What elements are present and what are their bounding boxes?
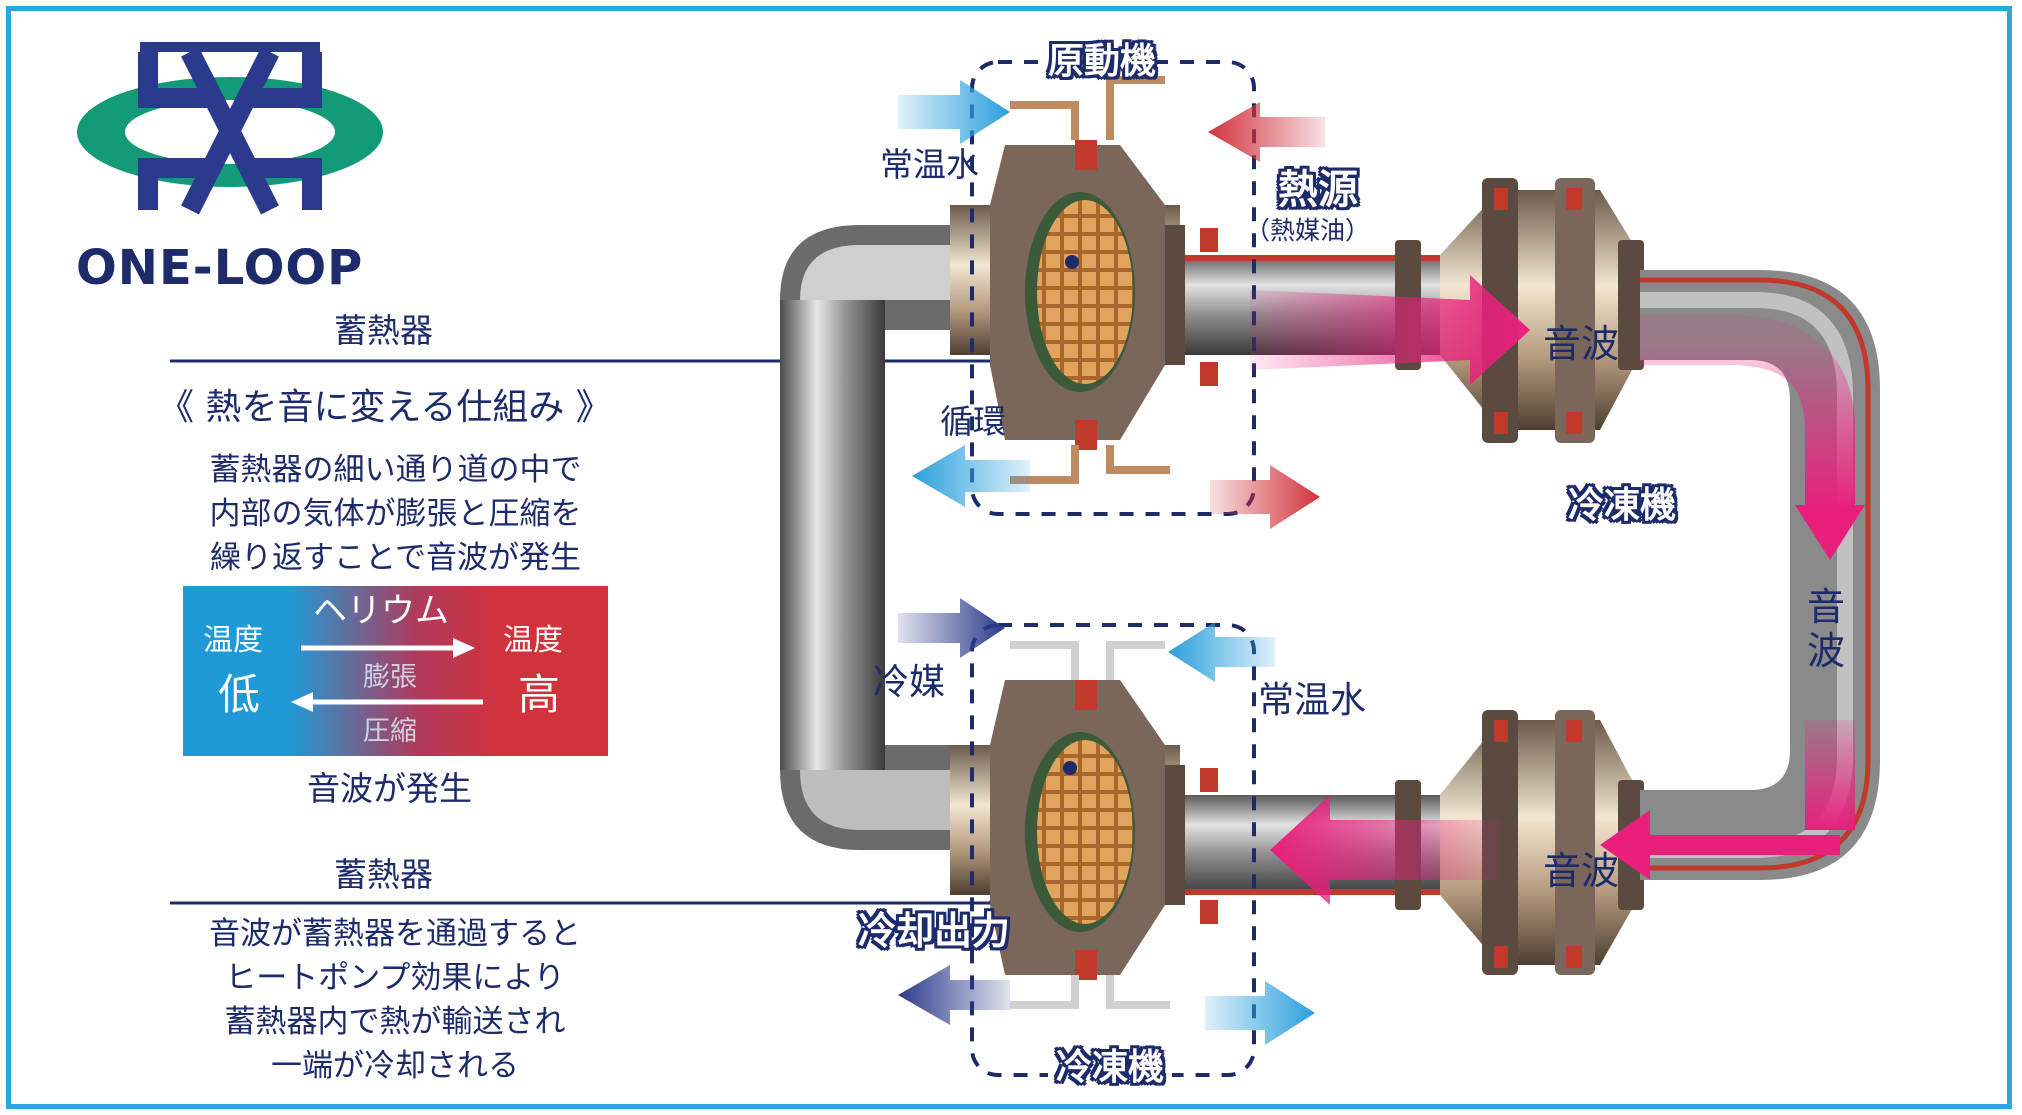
refrigerator-unit <box>950 641 1218 1009</box>
room-temp-water-top-label: 常温水 <box>880 145 979 184</box>
sound-wave-arrow-top <box>1250 275 1530 385</box>
page-frame <box>6 6 2012 1109</box>
prime-mover-unit <box>950 76 1218 484</box>
regenerator-bottom-label: 蓄熱器 <box>334 855 433 894</box>
heat-medium-label: （熱媒油） <box>1245 216 1371 245</box>
description-line: 蓄熱器の細い通り道の中で <box>209 452 582 488</box>
sound-wave-top-label: 音波 <box>1543 322 1620 366</box>
description-block: 蓄熱器の細い通り道の中で 内部の気体が膨張と圧縮を 繰り返すことで音波が発生 <box>183 448 608 580</box>
heat-out-arrow <box>1210 465 1320 529</box>
refrigerant-out-arrow <box>898 965 1010 1025</box>
refrigerator-bottom-label: 冷凍機 <box>1048 1050 1173 1086</box>
sound-wave-arrow-bottom <box>1270 795 1500 905</box>
legend-compress: 圧縮 <box>363 716 417 747</box>
legend-high-value: 高 <box>518 670 561 719</box>
prime-mover-label: 原動機 <box>1048 41 1157 82</box>
sound-wave-right-label: 音波 <box>1806 585 1845 673</box>
legend-expand: 膨張 <box>363 662 417 693</box>
refrigerant-in-arrow <box>898 598 1005 658</box>
one-loop-logo <box>77 42 383 215</box>
refrigerator-mid-label: 冷凍機 <box>1568 485 1677 526</box>
regenerator-top-label: 蓄熱器 <box>334 311 433 350</box>
section-title: 《 熱を音に変える仕組み 》 <box>158 387 612 428</box>
cooling-description-block: 音波が蓄熱器を通過すると ヒートポンプ効果により 蓄熱器内で熱が輸送され 一端が… <box>160 912 630 1088</box>
temperature-legend: ヘリウム 温度 低 温度 高 膨張 圧縮 <box>183 586 608 756</box>
sound-wave-arrow-right-lower <box>1805 720 1855 830</box>
sound-wave-arrow-right-head <box>1795 505 1865 560</box>
heat-source-label: 熱源 <box>1278 167 1358 213</box>
cooling-line: 一端が冷却される <box>271 1048 519 1084</box>
description-line: 内部の気体が膨張と圧縮を <box>209 496 582 532</box>
sound-generated-label: 音波が発生 <box>307 769 472 808</box>
cooling-line: 蓄熱器内で熱が輸送され <box>224 1004 566 1040</box>
legend-low-label: 温度 <box>203 623 263 658</box>
room-temp-water-bottom-label: 常温水 <box>1258 680 1367 721</box>
prime-mover-dashed-box <box>970 60 1256 516</box>
description-line: 繰り返すことで音波が発生 <box>209 540 582 576</box>
sound-wave-bottom-label: 音波 <box>1543 849 1620 893</box>
legend-gas: ヘリウム <box>313 591 449 631</box>
water-in-arrow-bottom <box>1168 622 1275 682</box>
circulation-label: 循環 <box>940 402 1006 441</box>
water-in-arrow-top <box>898 80 1010 144</box>
sound-wave-arrow-corner <box>1600 810 1840 880</box>
heat-in-arrow <box>1208 102 1325 162</box>
water-out-arrow-top <box>912 445 1030 507</box>
cooling-output-label: 冷却出力 <box>858 909 1011 953</box>
legend-arrows <box>291 638 483 712</box>
logo-text: ONE-LOOP <box>76 240 364 296</box>
water-out-arrow-bottom <box>1205 981 1315 1045</box>
refrigerant-label: 冷媒 <box>873 662 946 703</box>
refrigerator-dashed-box <box>970 623 1256 1077</box>
cooling-line: ヒートポンプ効果により <box>225 960 565 996</box>
cooling-line: 音波が蓄熱器を通過すると <box>209 916 581 952</box>
legend-high-label: 温度 <box>503 623 563 658</box>
legend-low-value: 低 <box>218 670 261 719</box>
